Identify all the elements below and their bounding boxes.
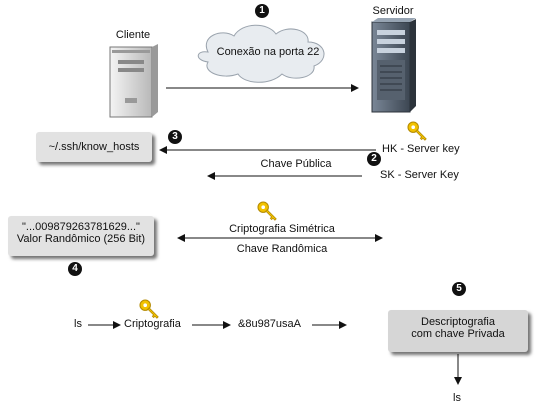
encryption-key-icon: [139, 299, 159, 319]
decryption-box: Descriptografia com chave Privada: [388, 310, 528, 352]
ciphertext-label: &8u987usaA: [238, 318, 301, 330]
step-badge-1: 1: [255, 4, 269, 18]
symmetric-crypto-label: Criptografia Simétrica: [229, 223, 335, 235]
random-value-box: "...009879263781629..." Valor Randômico …: [8, 216, 154, 256]
flow-input-label: ls: [74, 318, 82, 330]
server-key-label: SK - Server Key: [380, 169, 459, 181]
known-hosts-path: ~/.ssh/know_hosts: [48, 141, 140, 153]
random-value-caption: Valor Randômico (256 Bit): [16, 233, 146, 245]
flow-output-label: ls: [453, 392, 461, 404]
connection-cloud: [197, 24, 325, 83]
step-badge-3: 3: [168, 130, 182, 144]
known-hosts-box: ~/.ssh/know_hosts: [36, 132, 152, 162]
client-label: Cliente: [115, 29, 151, 41]
client-computer-icon: [109, 44, 158, 118]
step-badge-5: 5: [452, 282, 466, 296]
public-key-label: Chave Pública: [260, 158, 332, 170]
server-icon: [371, 18, 416, 113]
cloud-label: Conexão na porta 22: [216, 46, 320, 58]
random-key-label: Chave Randômica: [236, 243, 328, 255]
encryption-label: Criptografia: [124, 318, 181, 330]
host-key-label: HK - Server key: [382, 143, 460, 155]
step-badge-4: 4: [68, 262, 82, 276]
step-badge-2: 2: [367, 152, 381, 166]
server-key-icon: [407, 121, 427, 141]
random-value-text: "...009879263781629...": [22, 221, 140, 233]
decryption-label-line1: Descriptografia: [421, 316, 495, 328]
decryption-label-line2: com chave Privada: [411, 328, 505, 340]
symmetric-key-icon: [257, 201, 277, 221]
server-label: Servidor: [372, 5, 414, 17]
